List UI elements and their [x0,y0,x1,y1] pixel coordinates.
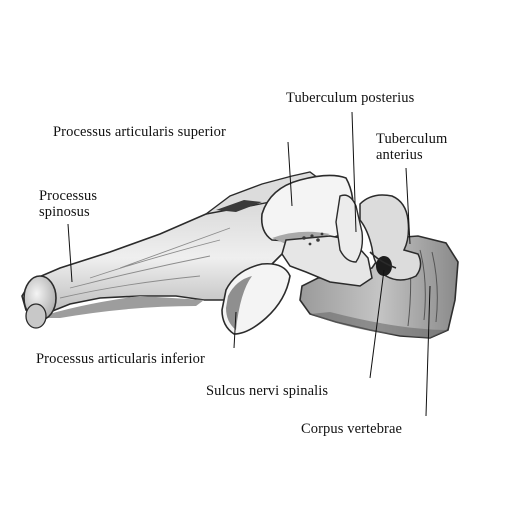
label-processus-spinosus-line1: Processus [39,188,98,204]
label-tuberculum-anterius: Tuberculum anterius [376,131,447,163]
processus-articularis-inferior-shape [221,262,291,335]
sulcus-groove [369,251,397,269]
label-processus-articularis-superior: Processus articularis superior [53,124,226,140]
leader-articularis-inferior [233,311,237,349]
leader-tuberculum-posterius [351,111,357,233]
lamina-shadow [216,200,262,212]
leader-articularis-superior [287,141,293,207]
lamina-shape [205,171,320,215]
label-sulcus-nervi-spinalis: Sulcus nervi spinalis [206,383,329,399]
label-corpus-vertebrae: Corpus vertebrae [301,421,403,437]
inferior-facet-shade [226,276,252,330]
tuberculum-anterius-shape [359,194,422,281]
label-tuberculum-anterius-line1: Tuberculum [376,131,448,147]
leader-corpus [425,285,431,417]
corpus-lower-shadow [310,312,448,338]
label-processus-articularis-inferior: Processus articularis inferior [36,351,205,367]
foramen-dots [302,232,324,246]
label-tuberculum-posterius: Tuberculum posterius [286,90,415,106]
spinosus-tip-base [25,303,47,329]
leader-spinosus [67,223,73,283]
leader-lines [67,111,431,417]
label-processus-spinosus: Processus spinosus [39,188,97,220]
label-processus-spinosus-line2: spinosus [39,204,90,220]
spinosus-shading [59,227,231,299]
label-tuberculum-anterius-line2: anterius [376,147,423,163]
leader-tuberculum-anterius [405,167,411,245]
spinosus-underside [36,296,204,318]
leader-sulcus [369,269,385,379]
